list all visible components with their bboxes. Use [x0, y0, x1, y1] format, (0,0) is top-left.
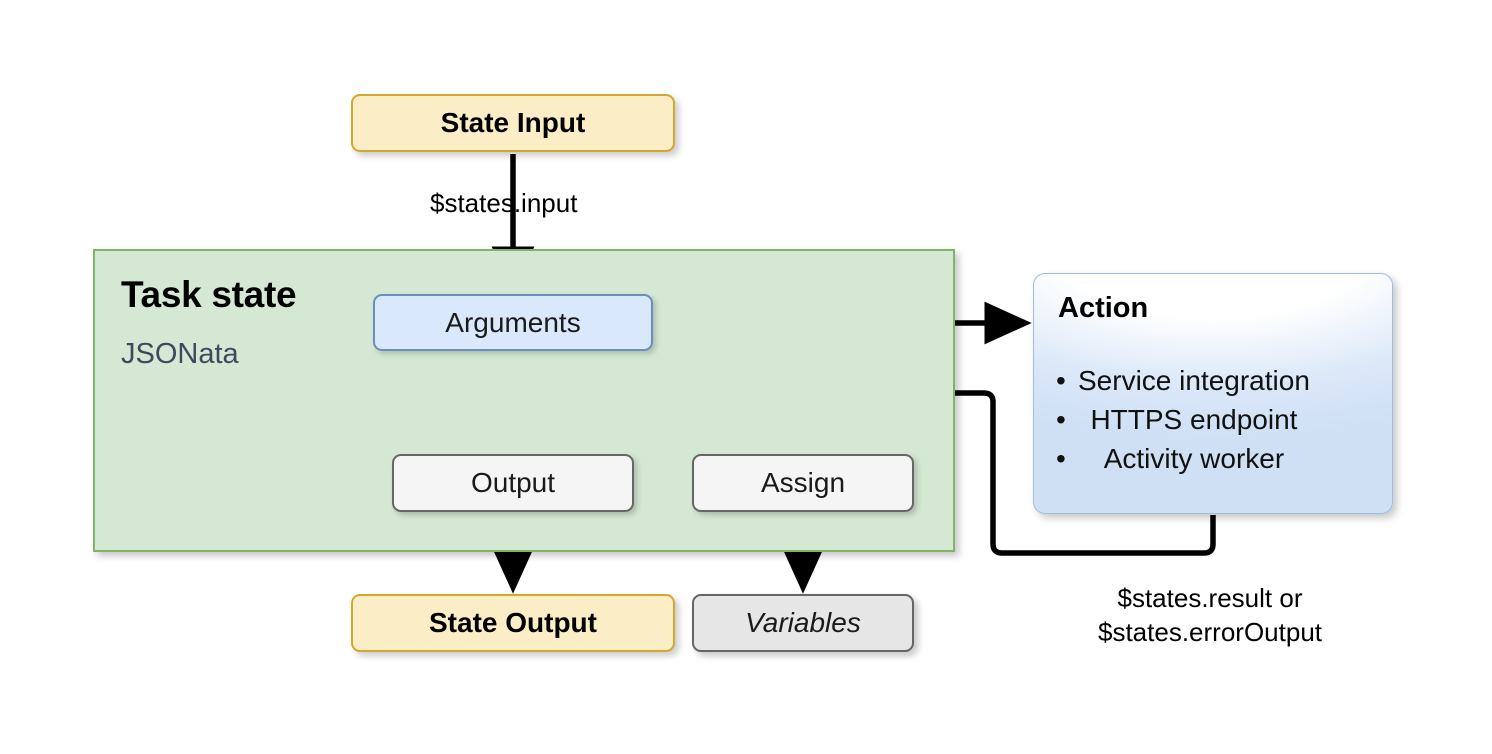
edge-label-states-input: $states.input: [430, 188, 578, 218]
arguments-node[interactable]: Arguments: [373, 294, 653, 351]
action-item: HTTPS endpoint: [1054, 400, 1310, 439]
action-title: Action: [1058, 292, 1149, 324]
variables-label: Variables: [745, 607, 861, 638]
state-input-node[interactable]: State Input: [351, 94, 675, 152]
state-output-node[interactable]: State Output: [351, 594, 675, 652]
output-node[interactable]: Output: [392, 454, 634, 512]
action-item-list: Service integration HTTPS endpoint Activ…: [1054, 361, 1310, 478]
state-output-label: State Output: [429, 607, 597, 638]
output-label: Output: [470, 467, 556, 498]
edge-label-states-result: $states.result or $states.errorOutput: [1098, 583, 1322, 647]
assign-node[interactable]: Assign: [692, 454, 914, 512]
state-input-label: State Input: [440, 107, 586, 138]
variables-node[interactable]: Variables: [692, 594, 914, 652]
action-item: Activity worker: [1054, 439, 1310, 478]
arguments-label: Arguments: [445, 306, 581, 338]
action-item: Service integration: [1054, 361, 1310, 400]
task-state-title: Task state: [121, 274, 297, 315]
action-node[interactable]: Action Service integration HTTPS endpoin…: [1033, 273, 1393, 514]
task-state-subtitle: JSONata: [121, 338, 239, 370]
assign-label: Assign: [760, 467, 846, 498]
